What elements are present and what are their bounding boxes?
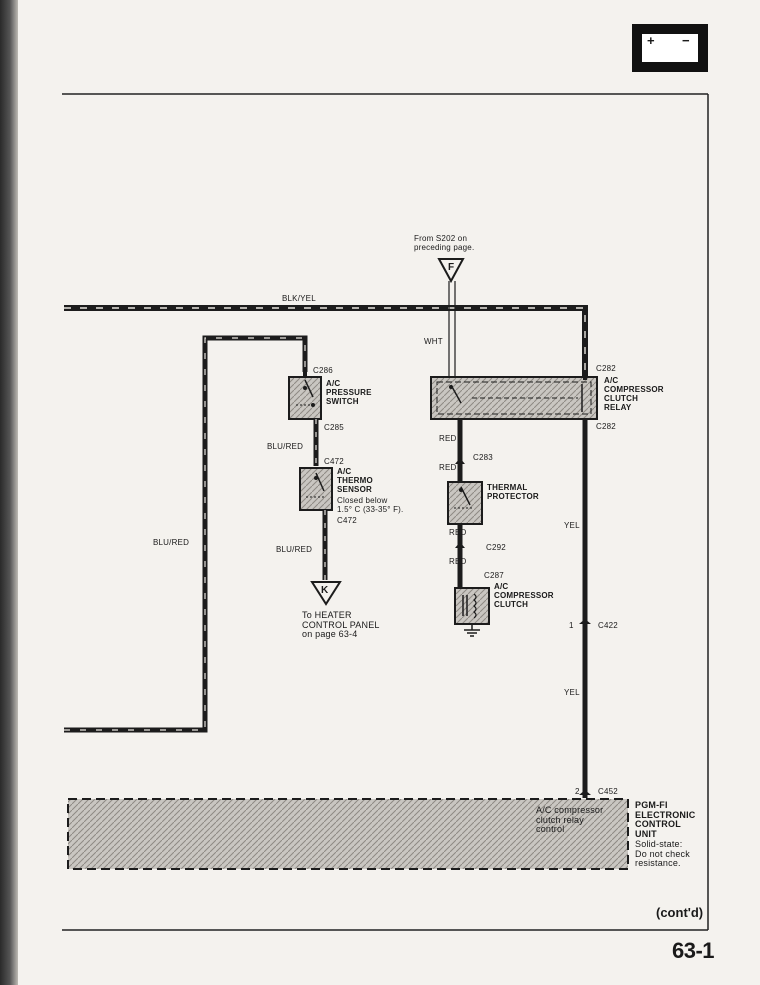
connector-c472-top-label: C472	[324, 457, 344, 466]
thermo-sensor-note: Closed below 1.5° C (33-35° F).	[337, 496, 404, 514]
connector-c285-label: C285	[324, 423, 344, 432]
ground-symbol	[464, 624, 480, 637]
pressure-switch-symbol	[288, 376, 322, 420]
connector-k-triangle	[310, 581, 342, 606]
wire-blu-red-left-loop	[64, 335, 308, 733]
thermal-protector-symbol	[447, 481, 483, 525]
wire-label-red-2: RED	[439, 463, 457, 472]
compressor-clutch-label: A/C COMPRESSOR CLUTCH	[494, 582, 554, 609]
compressor-clutch-symbol	[454, 587, 490, 625]
connector-f-triangle	[437, 258, 465, 284]
connector-c282-top-label: C282	[596, 364, 616, 373]
battery-minus-sign: −	[682, 33, 690, 48]
wire-wht	[448, 281, 456, 380]
ecu-box	[67, 798, 629, 870]
ecu-internal-label: A/C compressor clutch relay control	[536, 805, 604, 834]
wire-label-blu-red-1: BLU/RED	[267, 442, 304, 451]
wire-label-blu-red-left: BLU/RED	[153, 538, 190, 547]
from-s202-label: From S202 on preceding page.	[414, 234, 475, 252]
connector-c286-label: C286	[313, 366, 333, 375]
wire-label-blk-yel: BLK/YEL	[282, 294, 316, 303]
connector-c282-bottom-label: C282	[596, 422, 616, 431]
connector-f-label: F	[448, 262, 455, 273]
connector-c283-label: C283	[473, 453, 493, 462]
pressure-switch-label: A/C PRESSURE SWITCH	[326, 379, 372, 406]
connector-c292-label: C292	[486, 543, 506, 552]
connector-c292-arrow	[455, 542, 465, 548]
wire-label-yel-1: YEL	[564, 521, 580, 530]
compressor-clutch-relay-symbol	[430, 376, 598, 420]
page-number: 63-1	[672, 938, 715, 963]
heater-panel-label: To HEATER CONTROL PANEL on page 63-4	[302, 610, 380, 639]
thermo-sensor-symbol	[299, 467, 333, 511]
battery-icon: + −	[632, 24, 708, 72]
wire-label-wht: WHT	[424, 337, 443, 346]
pin-2-label: 2	[575, 787, 580, 796]
ecu-name-label: PGM-FI ELECTRONIC CONTROL UNIT	[635, 800, 696, 839]
connector-c452-label: C452	[598, 787, 618, 796]
continued-label: (cont'd)	[656, 905, 704, 920]
thermo-sensor-label: A/C THERMO SENSOR	[337, 467, 373, 494]
connector-c422-arrow	[579, 619, 591, 624]
wire-label-red-3: RED	[449, 528, 467, 537]
connector-c472-bottom-label: C472	[337, 516, 357, 525]
thermal-protector-label: THERMAL PROTECTOR	[487, 483, 539, 501]
clutch-relay-label: A/C COMPRESSOR CLUTCH RELAY	[604, 376, 664, 412]
wire-label-red-1: RED	[439, 434, 457, 443]
connector-c283-arrow	[455, 458, 465, 464]
book-binding-edge	[0, 0, 18, 985]
wire-blk-yel	[64, 305, 588, 380]
wire-label-blu-red-2: BLU/RED	[276, 545, 313, 554]
connector-c422-label: C422	[598, 621, 618, 630]
wire-label-yel-2: YEL	[564, 688, 580, 697]
connector-c452-arrow	[579, 790, 591, 795]
battery-plus-sign: +	[647, 33, 655, 48]
pin-1-label: 1	[569, 621, 574, 630]
connector-k-label: K	[321, 585, 329, 596]
connector-c287-label: C287	[484, 571, 504, 580]
ecu-note-label: Solid-state: Do not check resistance.	[635, 839, 690, 868]
wire-label-red-4: RED	[449, 557, 467, 566]
